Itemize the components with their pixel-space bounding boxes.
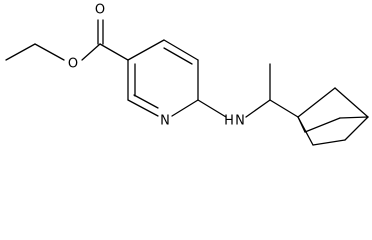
bond-ch-bridgehead [269,99,299,118]
bond-nb-4 [312,139,346,146]
atom-label-amine-hydrogen: H [224,114,234,129]
bond-ring-c6-n1 [171,99,199,117]
bond-ring-n1-c2 [127,99,159,117]
bond-ethyl-ch3-ch2 [5,43,36,61]
bond-nb-2 [334,87,369,118]
bond-nb-1 [297,87,336,118]
bond-nh-ch [245,99,271,118]
bond-carbonyl-ring [99,43,129,61]
atom-label-amine-nitrogen: N [235,114,245,129]
bond-nb-8 [339,116,369,119]
molecule-canvas: O O N H N [5,2,369,146]
bond-o-carbonyl-c [81,43,101,61]
bond-ring-c4-c5-inner [163,47,193,65]
atom-label-ring-nitrogen: N [160,114,170,129]
atom-label-carbonyl-oxygen: O [95,3,105,18]
bond-c6-nh [197,99,227,118]
bond-nb-3 [344,116,369,141]
bond-ring-n1-c2-inner [133,94,159,109]
bond-ring-c4-c5 [163,39,199,61]
bond-ring-c3-c4 [127,39,165,61]
bond-ethyl-ch2-o [34,43,65,61]
bond-nb-6 [297,116,306,133]
structure-drawing: O O N H N [5,3,369,146]
atom-label-ester-oxygen: O [68,57,78,72]
bond-nb-7 [304,117,341,133]
